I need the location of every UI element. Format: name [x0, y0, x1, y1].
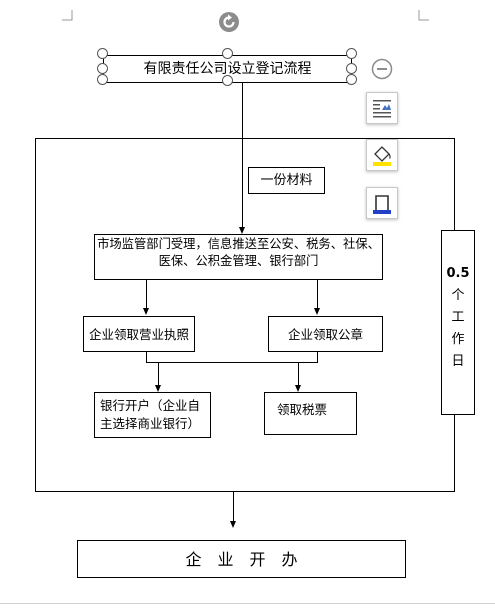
step-seal-box[interactable]: 企业领取公章: [268, 316, 383, 352]
step-tax-text: 领取税票: [277, 402, 328, 417]
final-box[interactable]: 企 业 开 办: [77, 540, 406, 578]
arrowhead-tax: [295, 385, 301, 392]
final-text: 企 业 开 办: [185, 549, 298, 569]
resize-handle-top[interactable]: [222, 48, 233, 59]
duration-char-4: 日: [451, 354, 465, 369]
resize-handle-bottom-right[interactable]: [346, 74, 357, 85]
minus-circle-icon[interactable]: [371, 58, 393, 80]
connector-frame-to-final: [233, 492, 234, 522]
step-bank-box[interactable]: 银行开户（企业自主选择商业银行）: [94, 392, 211, 438]
resize-handle-right[interactable]: [346, 63, 357, 74]
connector-to-bank: [158, 362, 159, 386]
resize-handle-top-left[interactable]: [97, 48, 108, 59]
resize-handle-bottom[interactable]: [222, 75, 233, 86]
material-label-text: 一份材料: [260, 173, 313, 188]
connector-license-down: [146, 352, 147, 362]
step-accept-text: 市场监管部门受理，信息推送至公安、税务、社保、医保、公积金管理、银行部门: [97, 237, 380, 268]
arrowhead-seal: [314, 308, 320, 315]
connector-title-to-accept: [242, 83, 243, 228]
duration-char-1: 个: [451, 288, 465, 303]
rotate-handle-icon[interactable]: [218, 11, 240, 33]
process-frame[interactable]: [35, 138, 455, 492]
step-tax-box[interactable]: 领取税票: [264, 392, 357, 435]
page-corner-mark-top-right: [418, 10, 429, 21]
page-corner-mark-top-left: [62, 10, 73, 21]
step-bank-text: 银行开户（企业自主选择商业银行）: [100, 398, 201, 431]
shape-outline-button[interactable]: [366, 187, 398, 219]
layout-options-button[interactable]: [366, 92, 398, 124]
arrowhead-accept: [239, 227, 245, 234]
connector-accept-to-seal: [317, 279, 318, 309]
duration-char-3: 作: [451, 332, 465, 347]
connector-seal-down: [317, 352, 318, 362]
connector-merge-line: [146, 362, 318, 363]
resize-handle-left[interactable]: [97, 63, 108, 74]
text-wrap-icon: [373, 100, 391, 118]
connector-to-tax: [298, 362, 299, 386]
step-accept-box[interactable]: 市场监管部门受理，信息推送至公安、税务、社保、医保、公积金管理、银行部门: [94, 234, 383, 280]
material-label-box[interactable]: 一份材料: [248, 167, 325, 194]
page-bottom-edge: [0, 603, 495, 604]
arrowhead-bank: [155, 385, 161, 392]
arrowhead-license: [143, 308, 149, 315]
duration-char-2: 工: [451, 310, 465, 325]
resize-handle-bottom-left[interactable]: [97, 74, 108, 85]
step-license-box[interactable]: 企业领取营业执照: [83, 316, 195, 352]
duration-value: 0.5: [446, 266, 470, 281]
shape-fill-button[interactable]: [366, 139, 398, 171]
duration-text: 0.5 个 工 作 日: [442, 263, 474, 373]
title-text: 有限责任公司设立登记流程: [143, 60, 312, 77]
resize-handle-top-right[interactable]: [346, 48, 357, 59]
arrowhead-final: [230, 521, 236, 528]
duration-box[interactable]: 0.5 个 工 作 日: [441, 230, 475, 415]
step-license-text: 企业领取营业执照: [88, 326, 189, 342]
connector-accept-to-license: [146, 279, 147, 309]
shape-outline-icon: [373, 195, 391, 214]
step-seal-text: 企业领取公章: [287, 326, 363, 342]
paint-bucket-icon: [373, 146, 391, 166]
